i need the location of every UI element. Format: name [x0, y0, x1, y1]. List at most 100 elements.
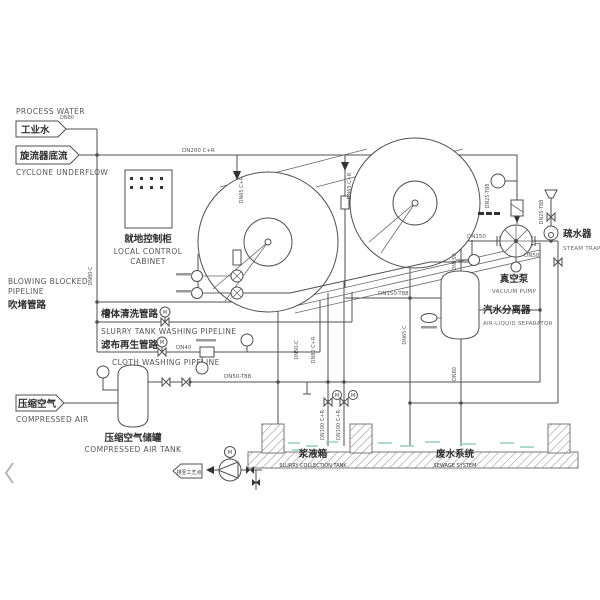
blowing-label-cn: 吹堵管路 [8, 299, 47, 311]
flow-arrow-icon [233, 171, 241, 180]
slurry-tank-label-en: SLURRY COLLECTION TANK [279, 463, 347, 469]
motor-letter: M [160, 340, 164, 346]
pipe-label: DN25-T88 [539, 200, 545, 225]
valve-icon [252, 479, 260, 486]
pipe-label: DN25-T88 [485, 184, 491, 209]
pipe-label: DN150-T88 [378, 291, 409, 297]
motor-icon [332, 390, 342, 400]
blowing-label-en2: PIPELINE [8, 287, 44, 296]
steam-trap-label-en: STEAM TRAP [563, 246, 600, 252]
valve-icon [160, 316, 170, 328]
pipe-label: DN80 [452, 367, 458, 381]
steam-trap-label-cn: 疏水器 [563, 228, 592, 240]
steam-trap: 疏水器 STEAM TRAP [543, 189, 600, 268]
process-water-arrow-box [15, 120, 67, 138]
blowing-label-en1: BLOWING BLOCKED [8, 277, 88, 286]
collection-pits: 浆液箱 SLURRY COLLECTION TANK 废水系统 SEWAGE S… [247, 423, 579, 469]
feed-drop-instruments [176, 195, 350, 300]
pipe-label: DN80-C [88, 266, 94, 286]
air-tank-label-cn: 压缩空气储罐 [104, 432, 162, 444]
slurry-wash-label-en: SLURRY TANK WASHING PIPELINE [101, 327, 237, 336]
process-water-label-cn: 工业水 [21, 124, 50, 136]
cloth-wash-label-en: CLOTH WASHING PIPELINE [112, 358, 220, 367]
valve-icon [323, 396, 333, 408]
funnel-icon [544, 189, 558, 199]
pipe-label: DN80 [60, 115, 74, 121]
valve-icon [161, 376, 171, 388]
pipe-label: DN100 C+R [336, 410, 342, 440]
pipe-label: DN200 C+R [182, 148, 215, 154]
pit-inlet-valves: M M [323, 390, 358, 408]
pipe-size-labels: DN200 C+R DN65 C+R DN65 C+R DN25-T88 DN2… [88, 148, 545, 440]
compressed-air-system: 压缩空气 COMPRESSED AIR 压缩空气储罐 COMPRESSED AI… [15, 364, 182, 454]
discharge-label-cn: 排至工艺点 [176, 469, 201, 476]
piping-network [64, 128, 559, 490]
vacuum-pump: 真空泵 VACUUM PUMP [492, 224, 537, 295]
washing-pipelines: BLOWING BLOCKED PIPELINE 吹堵管路 槽体清洗管路 SLU… [8, 277, 254, 388]
pipe-label: DN150 [467, 234, 486, 240]
compressed-air-arrow-box [15, 394, 65, 412]
pipe-label: DN50-C [294, 340, 300, 360]
check-valve-icon [181, 376, 191, 388]
pressure-gauge-icon [490, 173, 506, 189]
pipe-label: DN80 C+R [311, 336, 317, 363]
pipe-label: DN65-C [402, 325, 408, 345]
motor-letter: M [228, 450, 232, 456]
water-level-marks [288, 441, 534, 451]
discharge-arrow-box [172, 463, 203, 479]
pump-inlet-assembly [478, 173, 524, 217]
valve-icon [246, 466, 254, 474]
cabinet-indicator-lights [130, 177, 163, 189]
pipe-label: DN150 [452, 253, 458, 270]
instrument-bubble-icon [191, 287, 203, 299]
cyclone-label-en: CYCLONE UNDERFLOW [16, 168, 108, 177]
flow-arrow-icon [341, 162, 349, 171]
valve-icon [339, 396, 349, 408]
sewage-label-en: SEWAGE SYSTEM [434, 463, 477, 469]
pipe-label: DN40 [176, 345, 192, 351]
cyclone-arrow-box [15, 145, 80, 165]
process-water-source: PROCESS WATER 工业水 DN80 [15, 107, 85, 138]
compressed-air-label-cn: 压缩空气 [18, 398, 57, 410]
pipe-label: DN50 [524, 253, 540, 259]
cyclone-underflow-source: 旋流器底流 CYCLONE UNDERFLOW [15, 145, 108, 177]
air-liquid-separator: 汽水分离器 AIR-LIQUID SEPARATOR [420, 254, 553, 340]
motor-letter: M [163, 310, 167, 316]
pressure-gauge-icon [240, 333, 254, 347]
motor-letter: M [335, 393, 339, 399]
motor-icon [348, 390, 358, 400]
pipe-label: DN65 C+R [239, 176, 245, 203]
separator-label-cn: 汽水分离器 [483, 304, 531, 316]
vacuum-drum-filters [197, 137, 481, 313]
sight-glass-icon [420, 313, 438, 323]
cyclone-label-cn: 旋流器底流 [19, 150, 68, 162]
air-tank-vessel [117, 364, 149, 428]
carousel-prev-button[interactable] [4, 462, 14, 484]
air-tank-label-en: COMPRESSED AIR TANK [85, 445, 182, 454]
valve-icon [157, 346, 167, 358]
pipe-label: DN65 C+R [347, 172, 353, 199]
sewage-label-cn: 废水系统 [436, 448, 475, 460]
pipe-label: DN100 C+R [320, 410, 326, 440]
local-control-cabinet: 就地控制柜 LOCAL CONTROL CABINET [114, 169, 182, 266]
pressure-gauge-icon [96, 365, 110, 379]
pressure-gauge-icon [195, 361, 209, 375]
motor-letter: M [351, 393, 355, 399]
slurry-wash-label-cn: 槽体清洗管路 [101, 308, 159, 320]
vacuum-pump-label-cn: 真空泵 [500, 273, 529, 285]
instrument-bubble-icon [191, 270, 203, 282]
separator-label-en: AIR-LIQUID SEPARATOR [483, 321, 553, 327]
flow-arrow-icon [206, 466, 214, 474]
valve-icon [546, 211, 556, 223]
slurry-transfer-pump: M 排至工艺点 [172, 446, 260, 486]
valve-icon [553, 256, 563, 268]
process-water-label-en: PROCESS WATER [16, 107, 85, 116]
pipe-label: DN50-T88 [224, 374, 252, 380]
cloth-wash-label-cn: 滤布再生管路 [101, 339, 159, 351]
cabinet-label-cn: 就地控制柜 [124, 233, 172, 245]
cabinet-label-en2: CABINET [130, 257, 165, 266]
slurry-tank-label-cn: 浆液箱 [298, 448, 328, 460]
vacuum-pump-label-en: VACUUM PUMP [492, 289, 537, 295]
